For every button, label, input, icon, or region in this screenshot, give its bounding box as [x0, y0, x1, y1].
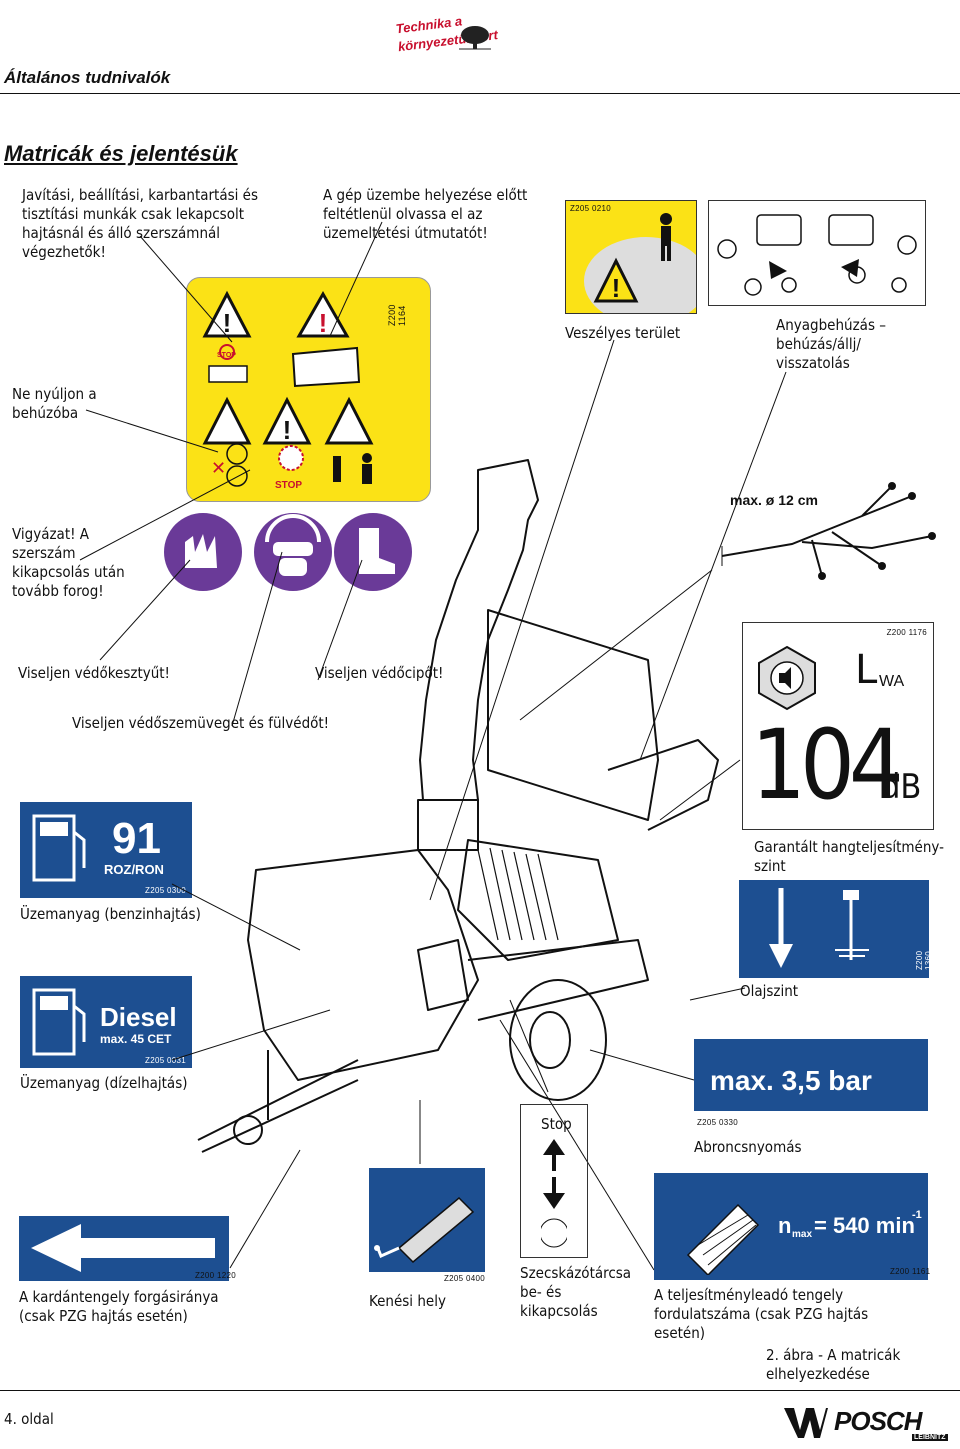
caption-tool-rotates: Vigyázat! A szerszám kikapcsolás után to…	[12, 525, 125, 600]
arrow-up-icon	[543, 1139, 565, 1155]
warning-triangle-icon	[262, 396, 312, 445]
grease-gun-icon	[374, 1196, 475, 1264]
stop-word-2: STOP	[275, 480, 303, 491]
page-title: Matricák és jelentésük	[4, 141, 238, 166]
warning-triangle-icon	[324, 396, 374, 445]
svg-text:!: !	[612, 273, 621, 303]
figure-caption: 2. ábra - A matricák elhelyezkedése	[766, 1346, 901, 1383]
sound-code: Z200 1176	[886, 628, 927, 637]
stop-word-1: STOP	[217, 352, 236, 359]
oil-level-decal: Z200 1360	[739, 880, 933, 978]
caption-read-manual: A gép üzembe helyezése előtt feltétlenül…	[323, 186, 528, 242]
petrol-decal: 91 ROZ/RON Z205 0300	[20, 802, 192, 898]
petrol-value: 91	[112, 814, 161, 863]
speed-n: n	[778, 1213, 792, 1238]
speed-code: Z200 1161	[890, 1267, 931, 1276]
stop-label: Stop	[541, 1115, 572, 1133]
danger-code: Z205 0210	[570, 204, 611, 213]
stop-switch-decal: Stop	[520, 1104, 588, 1258]
header-rule	[0, 93, 960, 94]
fuel-pump-icon	[32, 988, 86, 1056]
oil-code: Z200 1360	[915, 950, 933, 970]
section-heading: Általános tudnivalók	[4, 68, 171, 87]
fuel-pump-icon	[32, 814, 86, 882]
caption-grease-point: Kenési hely	[369, 1292, 446, 1310]
caption-fuel-diesel: Üzemanyag (dízelhajtás)	[20, 1074, 188, 1092]
feed-control-decal	[708, 200, 926, 306]
speed-value: = 540 min	[814, 1213, 915, 1238]
caption-maintenance: Javítási, beállítási, karbantartási és t…	[22, 186, 259, 261]
yellow-warning-decal: ! ! ! ✕ STOP STOP Z200 1164	[186, 277, 431, 502]
speed-sup: -1	[912, 1209, 922, 1221]
caption-pto-direction: A kardántengely forgásiránya (csak PZG h…	[19, 1288, 219, 1325]
svg-text:!: !	[223, 308, 232, 338]
diesel-code: Z205 0031	[145, 1056, 186, 1065]
caption-pto-speed: A teljesítményleadó tengely fordulatszám…	[654, 1286, 869, 1342]
caption-oil-level: Olajszint	[740, 982, 799, 1000]
danger-zone-decal: ! Z205 0210	[565, 200, 697, 314]
warning-triangle-icon	[202, 396, 252, 445]
tyre-pressure-decal: max. 3,5 bar	[694, 1039, 928, 1111]
sound-sub: WA	[879, 673, 905, 690]
sound-label: L	[855, 647, 878, 693]
posch-w-icon	[784, 1408, 828, 1438]
sound-unit: dB	[881, 767, 922, 807]
pto-code: Z200 1220	[195, 1271, 236, 1280]
arrow-down-icon	[543, 1193, 565, 1209]
posch-logo: POSCH LEIBNITZ	[784, 1406, 956, 1444]
pto-speed-decal: n max = 540 min -1	[654, 1173, 928, 1280]
brand-name: POSCH	[834, 1406, 922, 1436]
svg-text:!: !	[283, 415, 292, 445]
caption-tyre-pressure: Abroncsnyomás	[694, 1138, 802, 1156]
footer-rule	[0, 1390, 960, 1391]
caption-gloves: Viseljen védőkesztyűt!	[18, 664, 170, 682]
diesel-decal: Diesel max. 45 CET Z205 0031	[20, 976, 192, 1068]
caption-disc-switch: Szecskázótárcsa be- és kikapcsolás	[520, 1264, 632, 1320]
speed-sub: max	[792, 1229, 813, 1240]
caption-sound-level: Garantált hangteljesítmény-szint	[754, 838, 944, 875]
sound-nut-icon	[758, 645, 816, 711]
sound-value: 104	[751, 709, 904, 821]
caption-no-reach: Ne nyúljon a behúzóba	[12, 385, 97, 422]
caption-feed-control: Anyagbehúzás – behúzás/állj/ visszatolás	[776, 316, 887, 372]
caption-danger-zone: Veszélyes terület	[565, 324, 681, 342]
tree-logo-icon	[455, 25, 495, 51]
svg-text:!: !	[319, 308, 328, 338]
petrol-code: Z205 0300	[145, 886, 186, 895]
tyre-value: max. 3,5 bar	[710, 1065, 872, 1096]
pto-direction-decal	[19, 1216, 229, 1281]
grease-code: Z205 0400	[444, 1274, 485, 1283]
warning-triangle-icon	[593, 257, 639, 303]
yellow-code: Z200 1164	[387, 304, 407, 326]
grease-point-decal	[369, 1168, 485, 1272]
caption-fuel-petrol: Üzemanyag (benzinhajtás)	[20, 905, 201, 923]
arrow-left-icon	[31, 1224, 215, 1272]
tyre-code: Z205 0330	[697, 1118, 738, 1127]
diesel-sub: max. 45 CET	[100, 1032, 172, 1046]
page-number: 4. oldal	[4, 1410, 54, 1428]
sound-level-decal: Z200 1176 L WA 104 dB	[742, 622, 934, 830]
petrol-label: ROZ/RON	[104, 862, 164, 877]
brand-sub: LEIBNITZ	[912, 1434, 948, 1441]
diesel-label: Diesel	[100, 1002, 177, 1032]
spline-shaft-icon	[686, 1203, 760, 1275]
chipper-machine-drawing	[197, 459, 719, 1153]
